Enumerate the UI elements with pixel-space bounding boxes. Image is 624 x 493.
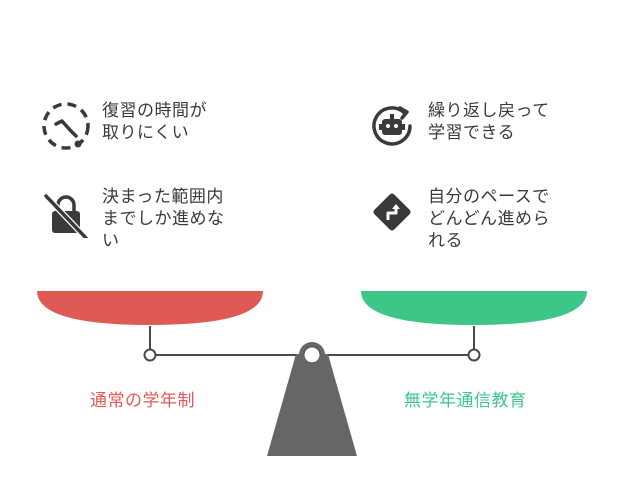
left-item-text: 決まった範囲内 までしか進めな い	[102, 187, 225, 251]
route-sign-icon	[373, 193, 411, 231]
left-item-review-time: 復習の時間が 取りにくい	[40, 100, 207, 152]
right-joint	[467, 348, 481, 362]
right-label: 無学年通信教育	[404, 391, 527, 411]
left-joint	[143, 348, 157, 362]
robot-refresh-icon	[372, 106, 412, 146]
left-label: 通常の学年制	[90, 391, 195, 411]
right-item-text: 自分のペースで どんどん進めら れる	[428, 187, 550, 251]
right-pan	[361, 291, 587, 325]
right-item-repeat-study: 繰り返し戻って 学習できる	[366, 100, 550, 152]
left-item-text: 復習の時間が 取りにくい	[102, 101, 207, 143]
lock-disabled-icon	[43, 193, 89, 238]
fulcrum	[267, 354, 357, 456]
fulcrum-pivot	[303, 346, 321, 364]
dashed-clock-icon	[42, 102, 90, 150]
right-item-own-pace: 自分のペースで どんどん進めら れる	[366, 186, 550, 252]
left-item-fixed-range: 決まった範囲内 までしか進めな い	[40, 186, 225, 252]
left-pan	[37, 291, 263, 325]
right-item-text: 繰り返し戻って 学習できる	[428, 101, 550, 143]
